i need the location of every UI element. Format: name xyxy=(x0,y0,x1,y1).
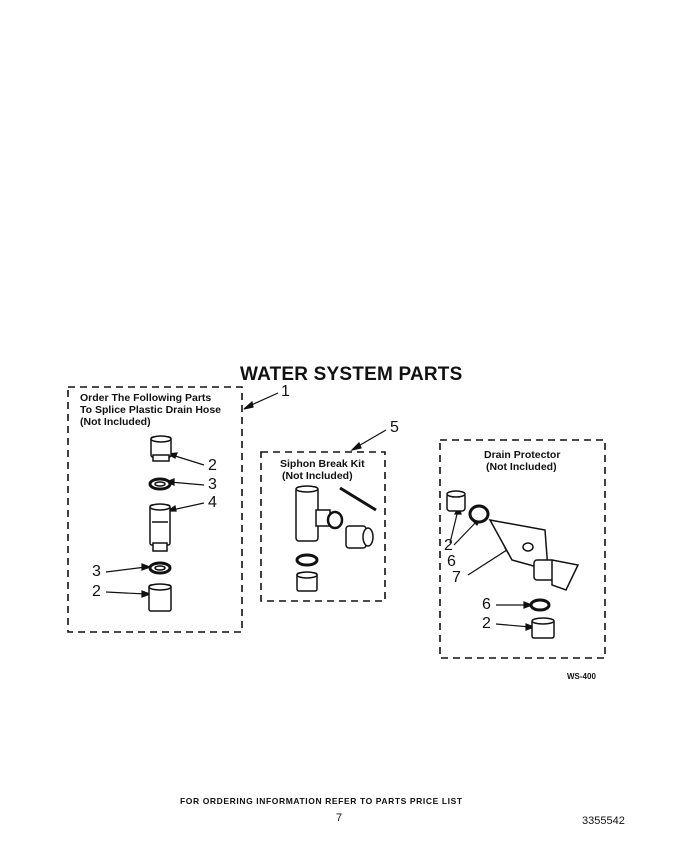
siphon-kit-line2: (Not Included) xyxy=(282,470,353,482)
page-title: WATER SYSTEM PARTS xyxy=(240,364,463,385)
callout-drain-7: 7 xyxy=(452,569,461,586)
callout-drain-2-bottom: 2 xyxy=(482,615,491,632)
splice-kit-box xyxy=(67,386,243,633)
ordering-info: FOR ORDERING INFORMATION REFER TO PARTS … xyxy=(180,796,463,806)
diagram-code: WS-400 xyxy=(567,672,596,681)
callout-5: 5 xyxy=(390,419,399,436)
callout-drain-6-top: 6 xyxy=(447,553,456,570)
callout-splice-3-bottom: 3 xyxy=(92,563,101,580)
drain-protector-parts xyxy=(446,490,580,639)
callout-drain-2-top: 2 xyxy=(444,537,453,554)
drain-kit-line2: (Not Included) xyxy=(486,461,557,473)
splice-kit-line1: Order The Following Parts xyxy=(80,392,212,404)
part-number: 3355542 xyxy=(582,815,625,827)
callout-1: 1 xyxy=(281,383,290,400)
splice-kit-line2: To Splice Plastic Drain Hose xyxy=(80,404,222,416)
page-number: 7 xyxy=(336,812,343,824)
splice-kit-line3: (Not Included) xyxy=(80,416,151,428)
siphon-kit-line1: Siphon Break Kit xyxy=(280,458,365,470)
drain-kit-line1: Drain Protector xyxy=(484,449,561,461)
siphon-kit-box xyxy=(260,451,386,602)
splice-kit-parts xyxy=(148,435,172,612)
callout-splice-4: 4 xyxy=(208,494,217,511)
callout-splice-3-top: 3 xyxy=(208,476,217,493)
siphon-kit-parts xyxy=(295,485,377,592)
callout-splice-2-bottom: 2 xyxy=(92,583,101,600)
callout-splice-2-top: 2 xyxy=(208,457,217,474)
callout-drain-6-bottom: 6 xyxy=(482,596,491,613)
